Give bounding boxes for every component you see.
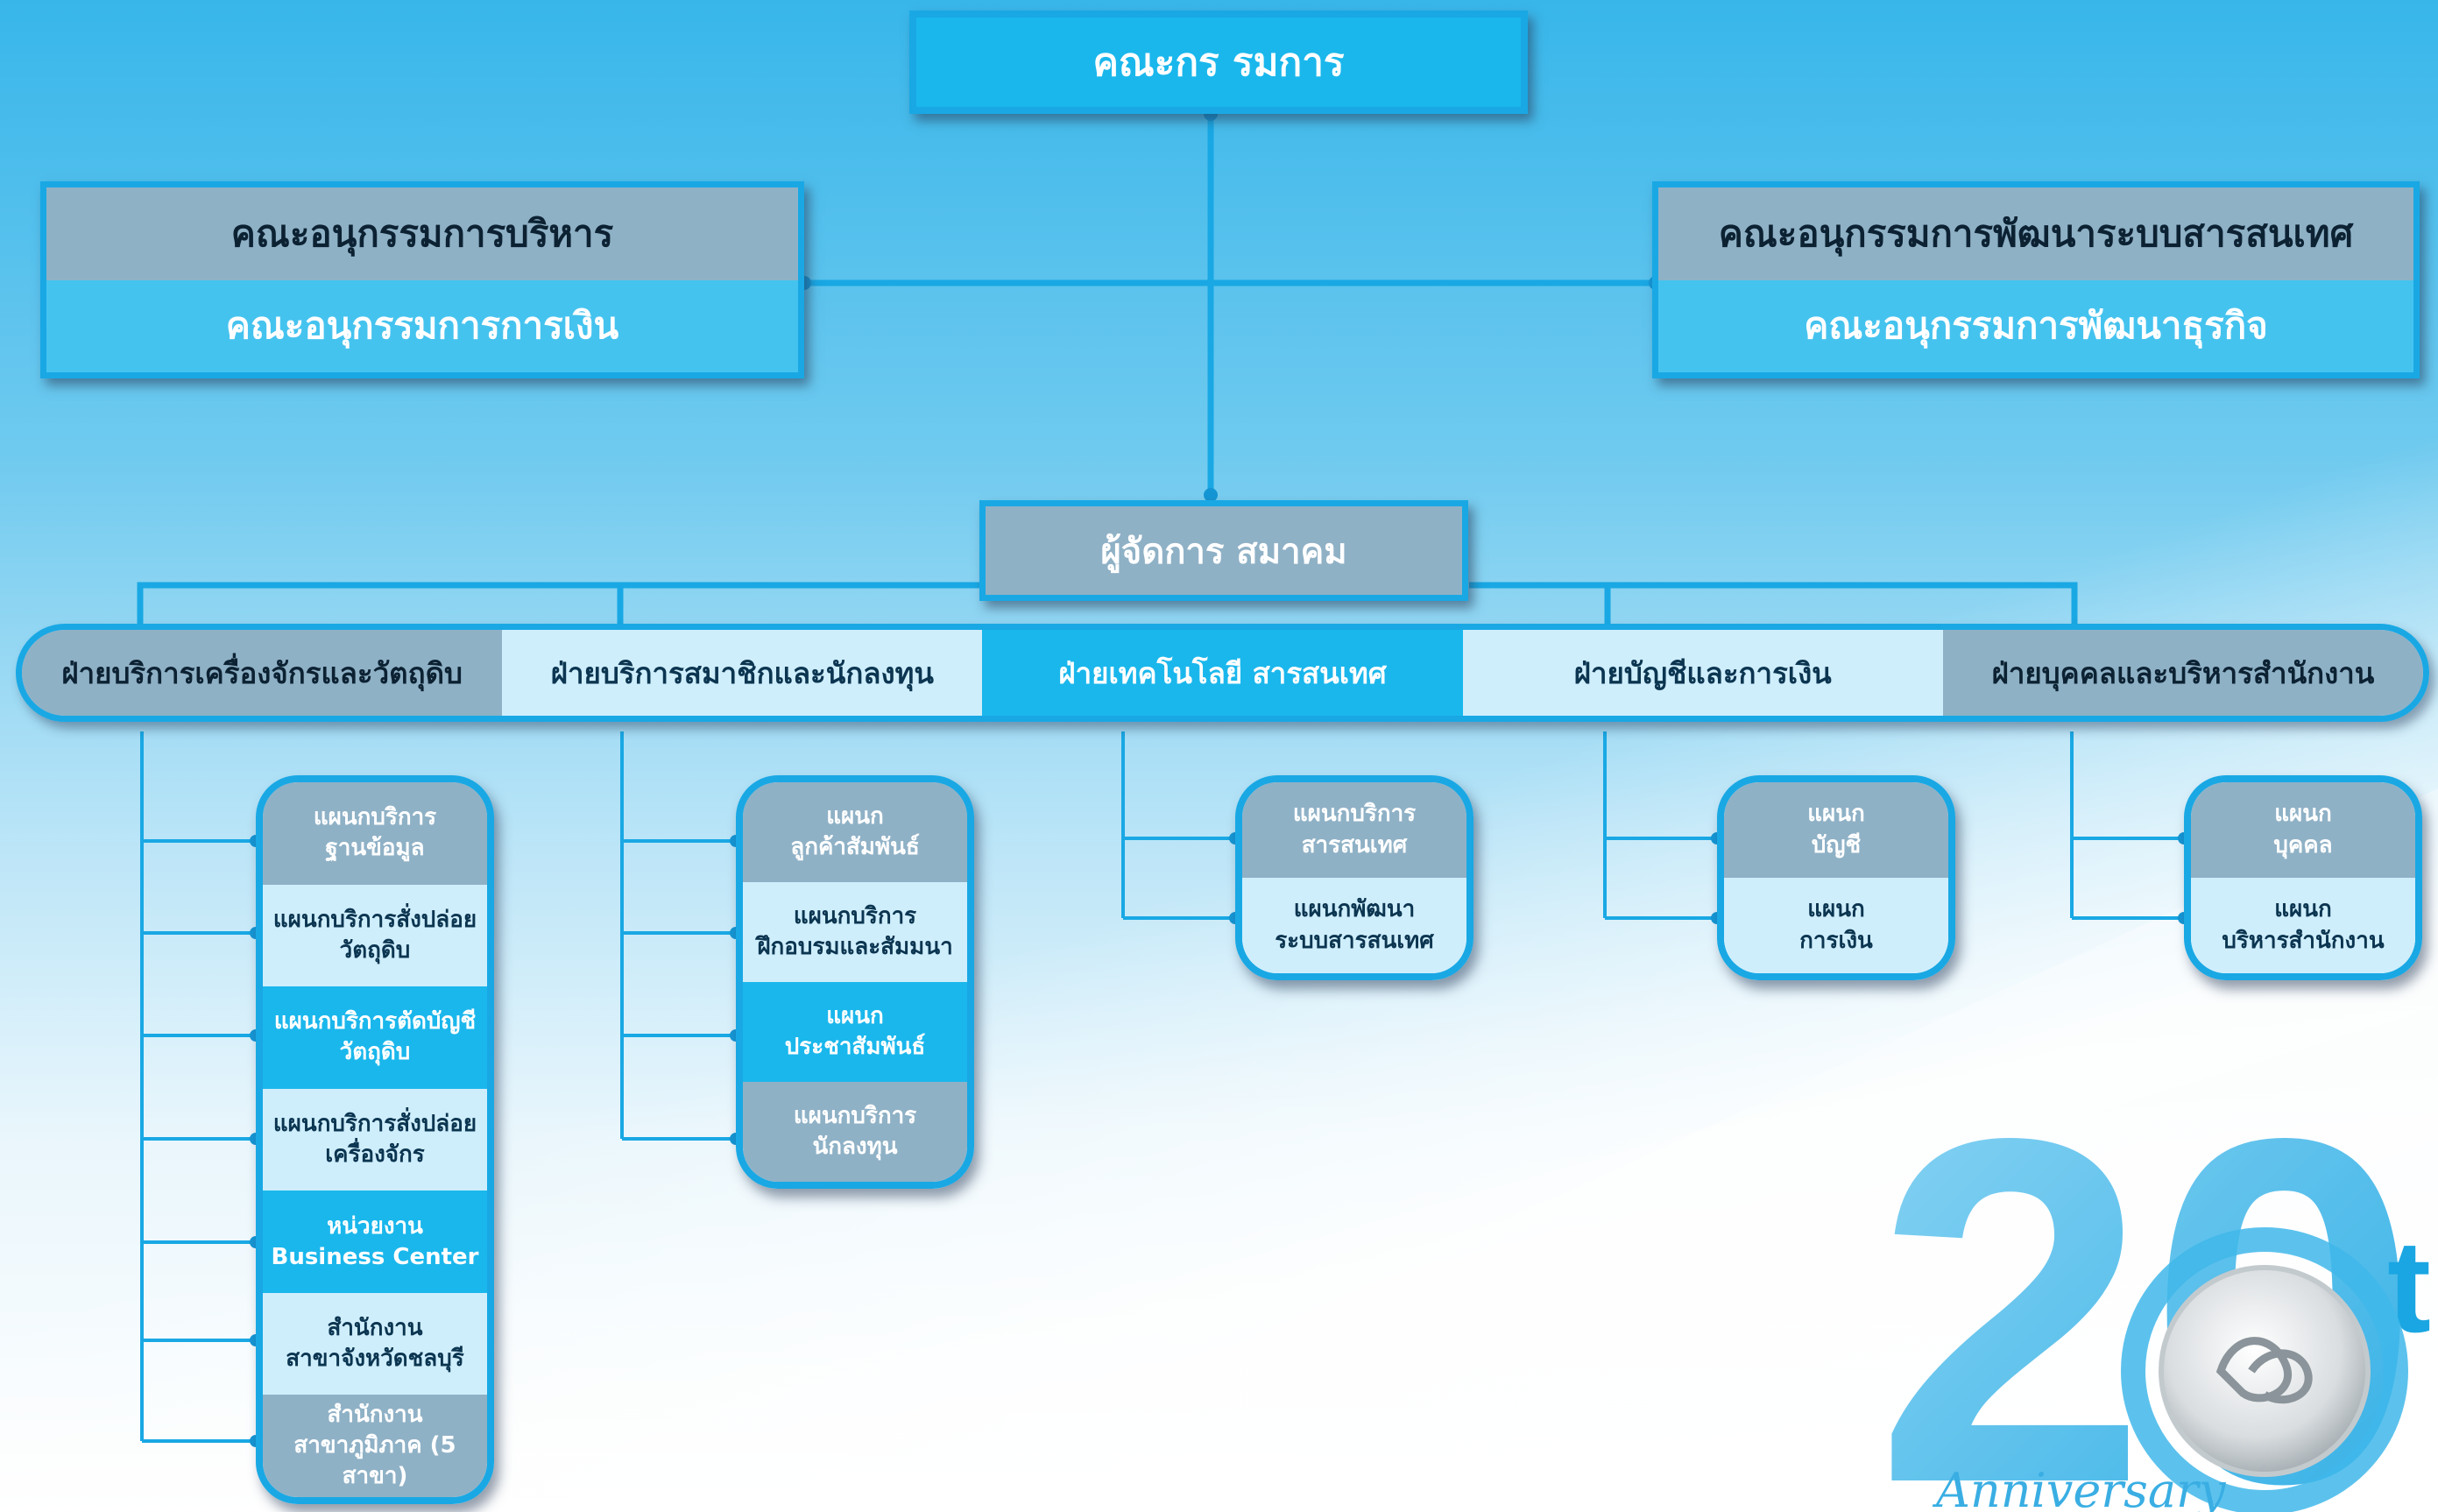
division-machinery: ฝ่ายบริการเครื่องจักรและวัตถุดิบ bbox=[22, 630, 503, 716]
department-unit: สำนักงาน สาขาภูมิภาค (5 สาขา) bbox=[263, 1395, 487, 1497]
departments-members: แผนก ลูกค้าสัมพันธ์ แผนกบริการ ฝึกอบรมแล… bbox=[736, 775, 974, 1189]
division-accounting: ฝ่ายบัญชีและการเงิน bbox=[1462, 630, 1943, 716]
department-unit: แผนก บริหารสำนักงาน bbox=[2191, 878, 2415, 973]
manager-node: ผู้จัดการ สมาคม bbox=[979, 500, 1468, 601]
department-unit: แผนกบริการ ฐานข้อมูล bbox=[263, 782, 487, 885]
department-unit: แผนกบริการ สารสนเทศ bbox=[1242, 782, 1466, 878]
right-committee-node: คณะอนุกรรมการพัฒนาระบบสารสนเทศ คณะอนุกรร… bbox=[1652, 181, 2420, 378]
departments-machinery: แผนกบริการ ฐานข้อมูล แผนกบริการสั่งปล่อย… bbox=[256, 775, 494, 1504]
anniversary-logo: 20 th Anniversary bbox=[1875, 1069, 2438, 1512]
right-committee-bottom: คณะอนุกรรมการพัฒนาธุรกิจ bbox=[1658, 279, 2413, 372]
manager-label: ผู้จัดการ สมาคม bbox=[986, 506, 1462, 595]
department-unit: สำนักงาน สาขาจังหวัดชลบุรี bbox=[263, 1292, 487, 1395]
left-committee-top: คณะอนุกรรมการบริหาร bbox=[46, 187, 798, 280]
department-unit: แผนกบริการสั่งปล่อย วัตถุดิบ bbox=[263, 884, 487, 987]
divisions-bar: ฝ่ายบริการเครื่องจักรและวัตถุดิบ ฝ่ายบริ… bbox=[16, 624, 2429, 722]
board-node: คณะกร รมการ bbox=[909, 11, 1528, 114]
left-committee-node: คณะอนุกรรมการบริหาร คณะอนุกรรมการการเงิน bbox=[40, 181, 804, 378]
division-hr: ฝ่ายบุคคลและบริหารสำนักงาน bbox=[1942, 630, 2423, 716]
departments-hr: แผนก บุคคล แผนก บริหารสำนักงาน bbox=[2184, 775, 2422, 980]
division-members: ฝ่ายบริการสมาชิกและนักลงทุน bbox=[502, 630, 983, 716]
department-unit: แผนกบริการ นักลงทุน bbox=[743, 1082, 967, 1182]
department-unit: แผนกบริการสั่งปล่อย เครื่องจักร bbox=[263, 1088, 487, 1191]
department-unit: แผนกบริการตัดบัญชี วัตถุดิบ bbox=[263, 986, 487, 1089]
department-unit: แผนก บัญชี bbox=[1724, 782, 1948, 878]
left-committee-bottom: คณะอนุกรรมการการเงิน bbox=[46, 279, 798, 372]
department-unit: แผนกพัฒนา ระบบสารสนเทศ bbox=[1242, 878, 1466, 973]
division-it: ฝ่ายเทคโนโลยี สารสนเทศ bbox=[982, 630, 1463, 716]
department-unit: แผนก ประชาสัมพันธ์ bbox=[743, 982, 967, 1082]
right-committee-top: คณะอนุกรรมการพัฒนาระบบสารสนเทศ bbox=[1658, 187, 2413, 280]
department-unit: แผนก ลูกค้าสัมพันธ์ bbox=[743, 782, 967, 882]
board-label: คณะกร รมการ bbox=[916, 18, 1521, 107]
departments-accounting: แผนก บัญชี แผนก การเงิน bbox=[1717, 775, 1955, 980]
departments-it: แผนกบริการ สารสนเทศ แผนกพัฒนา ระบบสารสนเ… bbox=[1235, 775, 1473, 980]
department-unit: หน่วยงาน Business Center bbox=[263, 1191, 487, 1293]
department-unit: แผนก การเงิน bbox=[1724, 878, 1948, 973]
anniversary-word: Anniversary bbox=[1932, 1463, 2227, 1512]
department-unit: แผนกบริการ ฝึกอบรมและสัมมนา bbox=[743, 882, 967, 982]
department-unit: แผนก บุคคล bbox=[2191, 782, 2415, 878]
